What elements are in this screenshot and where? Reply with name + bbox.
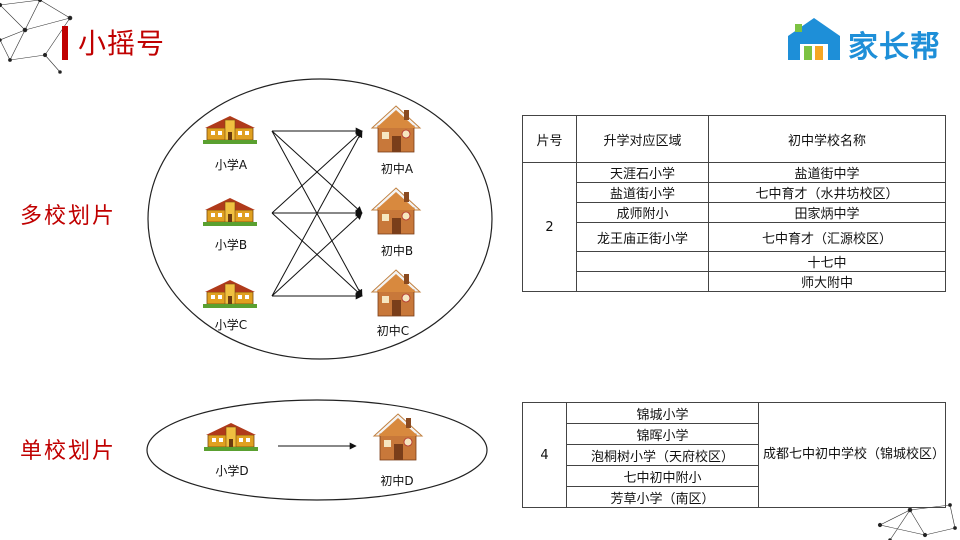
zone-number: 2 — [522, 162, 577, 292]
area-cell: 泡桐树小学（天府校区） — [566, 444, 759, 466]
title-accent-bar — [62, 26, 68, 60]
school-icon — [202, 279, 258, 309]
school-mapping-diagram — [146, 78, 493, 501]
school-cell: 师大附中 — [708, 271, 946, 292]
middle-school-label: 初中D — [380, 474, 414, 488]
multi-school-ellipse — [147, 78, 493, 360]
zone-number: 4 — [522, 402, 567, 508]
area-cell: 天涯石小学 — [576, 162, 709, 183]
area-cell: 锦城小学 — [566, 402, 759, 424]
primary-school-label: 小学C — [214, 318, 248, 332]
logo-text: 家长帮 — [848, 30, 941, 65]
middle-school-label: 初中A — [380, 162, 414, 176]
house-icon — [371, 187, 421, 235]
network-decoration — [877, 503, 957, 540]
school-icon — [203, 422, 259, 452]
school-cell: 田家炳中学 — [708, 202, 946, 223]
single-school-ellipse — [146, 399, 488, 501]
school-icon — [202, 197, 258, 227]
house-icon — [371, 105, 421, 153]
area-cell: 成师附小 — [576, 202, 709, 223]
area-cell — [576, 271, 709, 292]
area-cell: 七中初中附小 — [566, 465, 759, 487]
arrow-b-a — [271, 130, 363, 214]
house-icon — [371, 269, 421, 317]
primary-school-label: 小学A — [214, 158, 248, 172]
school-cell: 十七中 — [708, 251, 946, 272]
house-icon — [373, 413, 423, 461]
arrow-c-b — [271, 212, 363, 297]
page-title: 小摇号 — [78, 27, 166, 60]
primary-school-label: 小学B — [214, 238, 248, 252]
school-cell: 盐道街中学 — [708, 162, 946, 183]
area-cell: 芳草小学（南区） — [566, 486, 759, 508]
area-cell: 盐道街小学 — [576, 182, 709, 203]
single-school-label: 单校划片 — [20, 439, 117, 464]
middle-school-label: 初中C — [376, 324, 410, 338]
zone-2-table: 片号 升学对应区域 初中学校名称 2 天涯石小学 盐道街中学 盐道街小学 七中育… — [522, 115, 946, 292]
arrow-c-a — [271, 130, 363, 297]
school-cell: 七中育才（汇源校区） — [708, 222, 946, 252]
area-cell — [576, 251, 709, 272]
jiazhangbang-logo — [788, 18, 840, 60]
table-header: 片号 — [522, 115, 577, 163]
table-header: 初中学校名称 — [708, 115, 946, 163]
network-decoration — [0, 0, 73, 74]
middle-school-label: 初中B — [380, 244, 414, 258]
area-cell: 龙王庙正街小学 — [576, 222, 709, 252]
primary-school-label: 小学D — [215, 464, 249, 478]
multi-school-label: 多校划片 — [20, 204, 117, 229]
zone-4-table: 4 锦城小学 成都七中初中学校（锦城校区） 锦晖小学 泡桐树小学（天府校区） 七… — [522, 402, 946, 508]
table-header: 升学对应区域 — [576, 115, 709, 163]
school-cell: 成都七中初中学校（锦城校区） — [758, 402, 946, 508]
school-cell: 七中育才（水井坊校区） — [708, 182, 946, 203]
school-icon — [202, 115, 258, 145]
area-cell: 锦晖小学 — [566, 423, 759, 445]
